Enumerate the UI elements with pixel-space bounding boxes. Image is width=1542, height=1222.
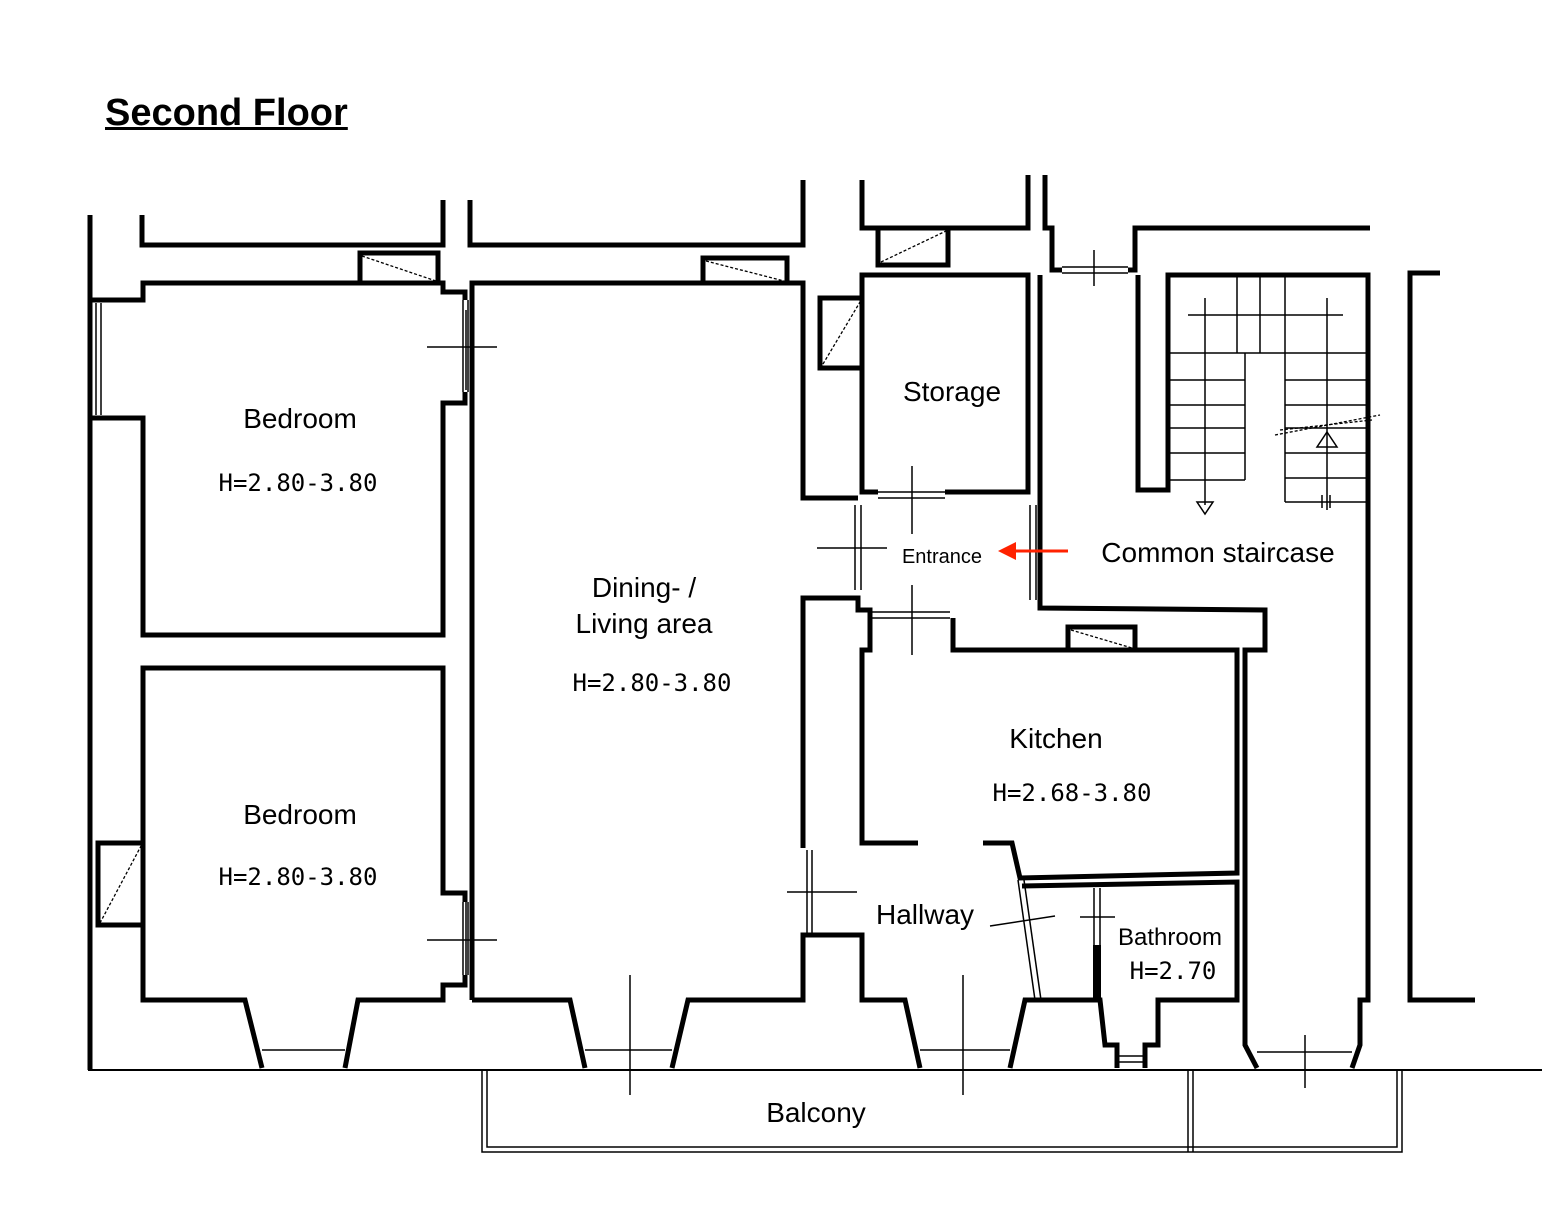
bedroom2-label: Bedroom [243,799,357,830]
bedroom1-label: Bedroom [243,403,357,434]
bedroom1-height: H=2.80-3.80 [219,469,378,497]
storage-label: Storage [903,376,1001,407]
walls [87,175,1475,1095]
entrance-label: Entrance [902,546,982,568]
bedroom2-height: H=2.80-3.80 [219,863,378,891]
bathroom-label: Bathroom [1118,924,1222,951]
kitchen-label: Kitchen [1009,723,1102,754]
balcony-label: Balcony [766,1097,866,1128]
balcony [88,1069,1542,1153]
kitchen-height: H=2.68-3.80 [993,779,1152,807]
dining-height: H=2.80-3.80 [573,669,732,697]
bathroom-height: H=2.70 [1130,957,1217,985]
dining-label-line2: Living area [576,608,713,639]
stairs [1167,274,1381,516]
floor-title: Second Floor [105,92,348,134]
entrance-arrow [998,542,1068,560]
dining-label-line1: Dining- / [592,572,696,603]
staircase-label: Common staircase [1101,537,1334,568]
hallway-label: Hallway [876,899,974,930]
